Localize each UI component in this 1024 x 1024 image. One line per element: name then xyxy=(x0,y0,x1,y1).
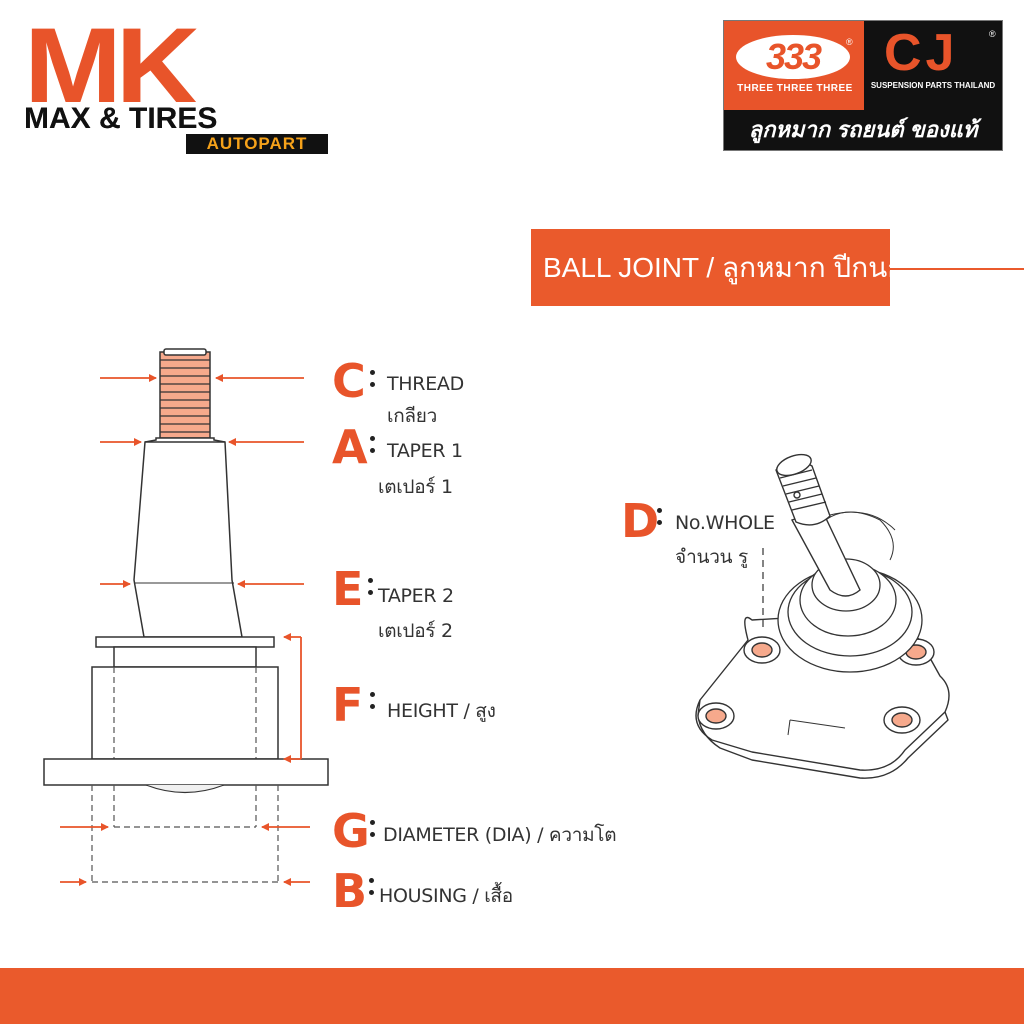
brand-logo-cj: CJ xyxy=(884,24,959,82)
housing-body xyxy=(91,666,279,760)
top-collar xyxy=(113,646,257,668)
brand-logo-333-panel: 333 ® THREE THREE THREE xyxy=(724,21,864,110)
title-banner: BALL JOINT / ลูกหมาก ปีกนก xyxy=(531,229,904,306)
ball-joint-isometric-drawing xyxy=(695,453,950,779)
label-d-letter: D xyxy=(621,494,660,548)
label-a-colon xyxy=(370,436,375,453)
brand-logo-333-reg: ® xyxy=(846,37,853,47)
label-a-th: เตเปอร์ 1 xyxy=(378,476,453,498)
label-d-th: จำนวน รู xyxy=(675,546,748,568)
label-g-colon xyxy=(370,820,375,837)
taper-stud xyxy=(133,437,243,638)
label-e-th: เตเปอร์ 2 xyxy=(378,620,453,642)
brand-logo-333: 333 xyxy=(736,35,850,79)
thread-section xyxy=(159,348,211,439)
brand-logo-suspension-text: SUSPENSION PARTS THAILAND xyxy=(870,81,996,90)
label-a-letter: A xyxy=(332,420,368,474)
brand-logo-thai-tagline: ลูกหมาก รถยนต์ ของแท้ xyxy=(724,110,1002,150)
label-c-colon xyxy=(370,370,375,387)
label-f-colon xyxy=(370,692,375,709)
label-e-colon xyxy=(368,578,373,595)
label-c-en: THREAD xyxy=(387,373,464,395)
brand-logo-cj-reg: ® xyxy=(989,29,996,39)
title-underline-rule xyxy=(890,268,1024,270)
label-c-letter: C xyxy=(332,354,366,408)
flange xyxy=(43,758,329,786)
ball-joint-side-drawing xyxy=(43,348,329,886)
label-b-letter: B xyxy=(332,864,368,918)
brand-logo-cj-panel: CJ ® SUSPENSION PARTS THAILAND xyxy=(864,21,1002,110)
mk-logo-subtitle: MAX & TIRES xyxy=(24,102,218,135)
label-e-en: TAPER 2 xyxy=(378,585,454,607)
label-b-text: HOUSING / เสื้อ xyxy=(379,885,513,907)
label-c-th: เกลียว xyxy=(387,405,437,427)
brand-logo: 333 ® THREE THREE THREE CJ ® SUSPENSION … xyxy=(723,20,1003,151)
dashed-lower-outline xyxy=(91,785,279,883)
mk-logo: MK MAX & TIRES AUTOPART xyxy=(24,12,334,154)
top-washer xyxy=(95,636,275,648)
mk-logo-autopart: AUTOPART xyxy=(186,134,328,154)
label-g-letter: G xyxy=(332,804,370,858)
bottom-accent-bar xyxy=(0,968,1024,1024)
label-a-en: TAPER 1 xyxy=(387,440,463,462)
dimension-arrows xyxy=(60,374,310,886)
mk-logo-subtitle-backdrop xyxy=(24,102,294,134)
label-f-letter: F xyxy=(332,678,364,732)
brand-logo-three-three-three: THREE THREE THREE xyxy=(737,83,853,94)
label-e-letter: E xyxy=(332,562,364,616)
label-d-colon xyxy=(657,508,662,525)
label-b-colon xyxy=(369,878,374,895)
label-g-text: DIAMETER (DIA) / ความโต xyxy=(383,824,617,846)
label-f-text: HEIGHT / สูง xyxy=(387,700,496,722)
label-d-en: No.WHOLE xyxy=(675,512,775,534)
